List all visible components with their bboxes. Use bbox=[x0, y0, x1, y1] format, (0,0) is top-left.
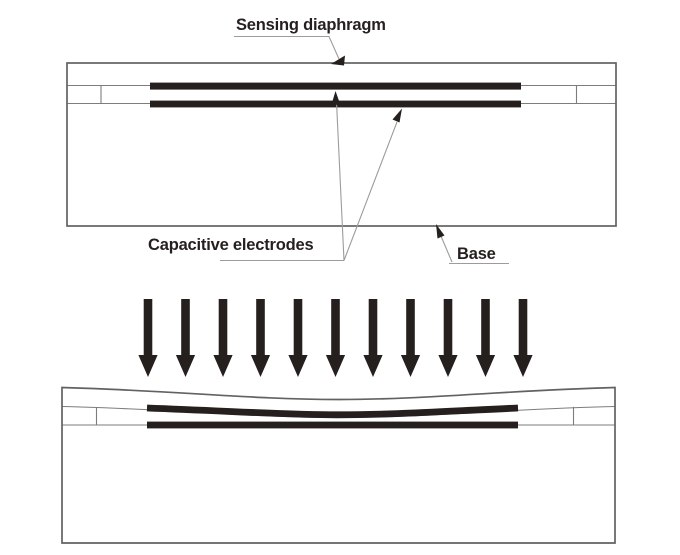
capacitive-leader-line-lower bbox=[343, 121, 398, 261]
base-label: Base bbox=[457, 245, 496, 263]
pressure-arrow-icon bbox=[513, 299, 533, 377]
pressure-arrow-icon bbox=[400, 299, 421, 377]
lower-electrode bbox=[147, 421, 518, 429]
pressure-arrow-icon bbox=[288, 299, 308, 377]
pressure-arrow-icon bbox=[250, 299, 271, 377]
pressure-arrow-icon bbox=[213, 299, 233, 377]
deformed-sensor bbox=[61, 386, 616, 544]
deformed-body-outline bbox=[61, 386, 616, 544]
pressure-arrow-icon bbox=[475, 299, 496, 377]
base-leader-line bbox=[439, 234, 453, 263]
pressure-arrow-icon bbox=[363, 299, 383, 377]
pressure-arrow-icon bbox=[175, 299, 196, 377]
capacitive-upper-arrowhead-icon bbox=[331, 91, 341, 105]
capacitive-lower-arrowhead-icon bbox=[392, 108, 402, 123]
pressure-arrow-icon bbox=[138, 299, 158, 377]
capacitive-electrodes-label: Capacitive electrodes bbox=[148, 236, 313, 254]
upper-electrode bbox=[150, 82, 521, 90]
sensing-diaphragm-arrowhead-icon bbox=[331, 55, 345, 66]
capacitive-leader-line-upper bbox=[336, 103, 345, 261]
base-arrowhead-icon bbox=[436, 224, 445, 239]
pressure-arrow-icon bbox=[438, 299, 458, 377]
pressure-arrow-icon bbox=[325, 299, 346, 377]
upper-electrode-deformed bbox=[146, 404, 519, 419]
sensing-diaphragm-label: Sensing diaphragm bbox=[236, 16, 386, 34]
pressure-arrows bbox=[138, 299, 533, 377]
sensing-diaphragm-leader-line bbox=[234, 35, 340, 60]
annotations: Sensing diaphragm Capacitive electrodes … bbox=[148, 16, 509, 265]
